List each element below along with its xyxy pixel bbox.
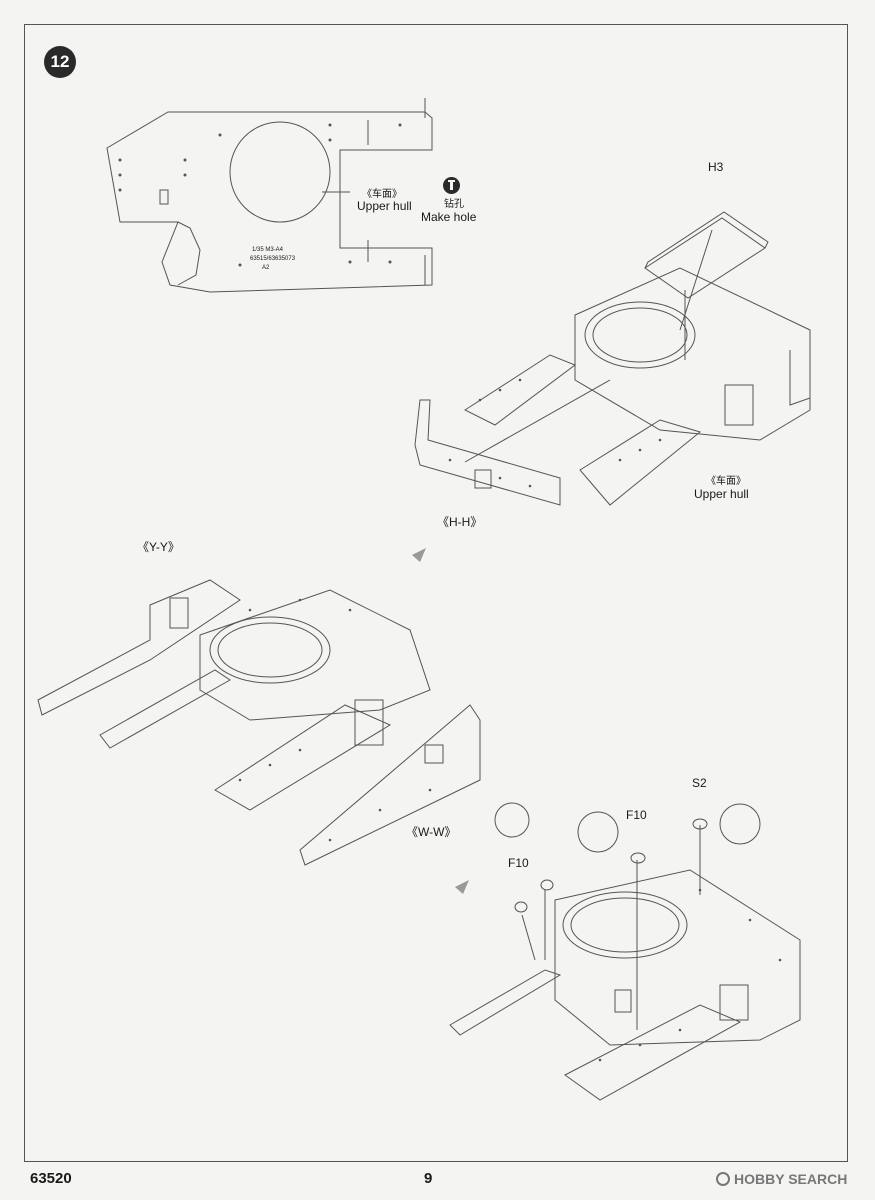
assembly-1-upper-hull — [414, 211, 811, 506]
drill-label-cn: 钻孔 — [444, 199, 464, 210]
part-label-h3: H3 — [708, 160, 724, 174]
part-label-ww: 《W-W》 — [406, 825, 457, 839]
part-label-f10-left: F10 — [508, 856, 529, 870]
upper-hull-label-en: Upper hull — [357, 199, 412, 213]
part-label-s2: S2 — [692, 776, 707, 790]
drill-icon — [443, 177, 460, 194]
assembly-1-label-cn: 《车面》 — [706, 476, 746, 487]
part-stamp-line-1: 1/35 M3-A4 — [252, 247, 284, 253]
kit-number: 63520 — [30, 1170, 72, 1187]
part-label-yy: 《Y-Y》 — [137, 540, 180, 554]
upper-hull-label-cn: 《车面》 — [362, 189, 402, 200]
watermark-logo-icon — [716, 1172, 730, 1186]
assembly-3-upper-hull — [449, 802, 801, 1101]
upper-hull-flat-part — [106, 98, 433, 293]
drill-label-en: Make hole — [421, 210, 477, 224]
assembly-1-label-en: Upper hull — [694, 487, 749, 501]
step-number-badge: 12 — [44, 46, 76, 78]
part-label-hh: 《H-H》 — [437, 515, 483, 529]
page-number: 9 — [424, 1170, 433, 1187]
part-stamp-line-2: 63515/63635073 — [250, 256, 296, 262]
part-label-f10-right: F10 — [626, 808, 647, 822]
assembly-2-upper-hull — [37, 579, 481, 866]
flow-arrows — [412, 548, 469, 894]
part-stamp-line-3: A2 — [262, 265, 270, 271]
watermark-text: HOBBY SEARCH — [734, 1171, 848, 1187]
page-frame — [24, 24, 848, 1162]
watermark: HOBBY SEARCH — [716, 1171, 847, 1187]
